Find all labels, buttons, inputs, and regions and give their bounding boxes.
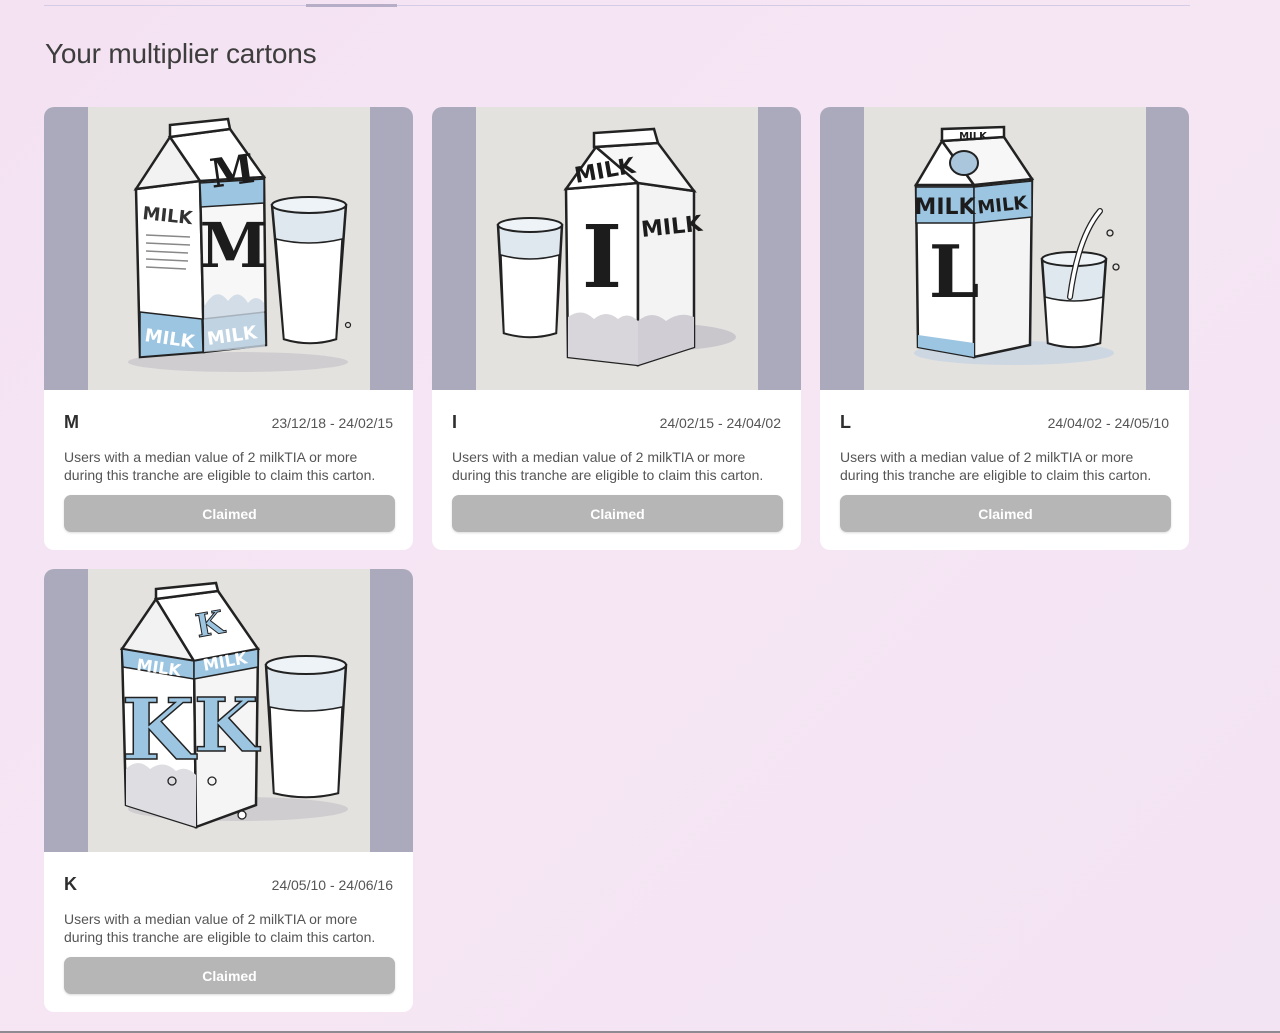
carton-card-k: MILK MILK K K K K 24/05/10 - 24/06/16 Us… — [44, 569, 413, 1012]
carton-card-i: MILK I MILK I 24/02/15 - 24/04/02 Users … — [432, 107, 801, 550]
claimed-button[interactable]: Claimed — [64, 495, 395, 532]
milk-carton-m-illustration: MILK M M MILK MILK — [88, 107, 370, 390]
carton-name: L — [840, 412, 851, 432]
carton-card-header: K 24/05/10 - 24/06/16 — [64, 874, 393, 895]
carton-description: Users with a median value of 2 milkTIA o… — [64, 911, 376, 945]
carton-front-letter: L — [929, 229, 980, 314]
carton-side-letter: K — [194, 683, 261, 769]
tab-active-indicator — [306, 4, 397, 7]
carton-front-letter: I — [582, 207, 622, 308]
claimed-button[interactable]: Claimed — [840, 495, 1171, 532]
carton-description: Users with a median value of 2 milkTIA o… — [64, 449, 376, 483]
carton-card-header: I 24/02/15 - 24/04/02 — [452, 412, 781, 433]
carton-name: K — [64, 874, 77, 894]
carton-dates: 23/12/18 - 24/02/15 — [271, 415, 393, 431]
carton-image-frame: MILK I MILK — [432, 107, 801, 390]
milk-carton-l-illustration: MILK MILK MILK L — [864, 107, 1146, 390]
carton-name: I — [452, 412, 458, 432]
carton-card-body: M 23/12/18 - 24/02/15 Users with a media… — [44, 390, 413, 550]
tab-underline — [44, 5, 1190, 6]
carton-card-m: MILK M M MILK MILK M 23/12/18 - 24/02/15… — [44, 107, 413, 550]
carton-image-frame: MILK MILK MILK L — [820, 107, 1189, 390]
window-bottom-edge — [0, 1031, 1280, 1033]
claimed-button[interactable]: Claimed — [452, 495, 783, 532]
carton-front-letter: M — [200, 209, 269, 282]
carton-description: Users with a median value of 2 milkTIA o… — [840, 449, 1152, 483]
carton-band-text: MILK — [914, 195, 976, 220]
milk-carton-k-illustration: MILK MILK K K K — [88, 569, 370, 852]
carton-card-l: MILK MILK MILK L L 24/04/02 - 24/05/10 U… — [820, 107, 1189, 550]
carton-card-header: L 24/04/02 - 24/05/10 — [840, 412, 1169, 433]
carton-card-body: I 24/02/15 - 24/04/02 Users with a media… — [432, 390, 801, 550]
milk-carton-i-illustration: MILK I MILK — [476, 107, 758, 390]
page-title: Your multiplier cartons — [45, 38, 317, 69]
carton-front-letter: K — [121, 680, 197, 779]
carton-dates: 24/02/15 - 24/04/02 — [659, 415, 781, 431]
carton-roof-letter: M — [207, 145, 257, 198]
carton-dates: 24/04/02 - 24/05/10 — [1047, 415, 1169, 431]
carton-image-frame: MILK M M MILK MILK — [44, 107, 413, 390]
carton-dates: 24/05/10 - 24/06/16 — [271, 877, 393, 893]
carton-card-header: M 23/12/18 - 24/02/15 — [64, 412, 393, 433]
carton-card-body: K 24/05/10 - 24/06/16 Users with a media… — [44, 852, 413, 1012]
carton-name: M — [64, 412, 79, 432]
carton-grid: MILK M M MILK MILK M 23/12/18 - 24/02/15… — [44, 107, 1189, 1012]
carton-description: Users with a median value of 2 milkTIA o… — [452, 449, 764, 483]
claimed-button[interactable]: Claimed — [64, 957, 395, 994]
carton-card-body: L 24/04/02 - 24/05/10 Users with a media… — [820, 390, 1189, 550]
carton-top-text: MILK — [959, 131, 988, 142]
carton-image-frame: MILK MILK K K K — [44, 569, 413, 852]
